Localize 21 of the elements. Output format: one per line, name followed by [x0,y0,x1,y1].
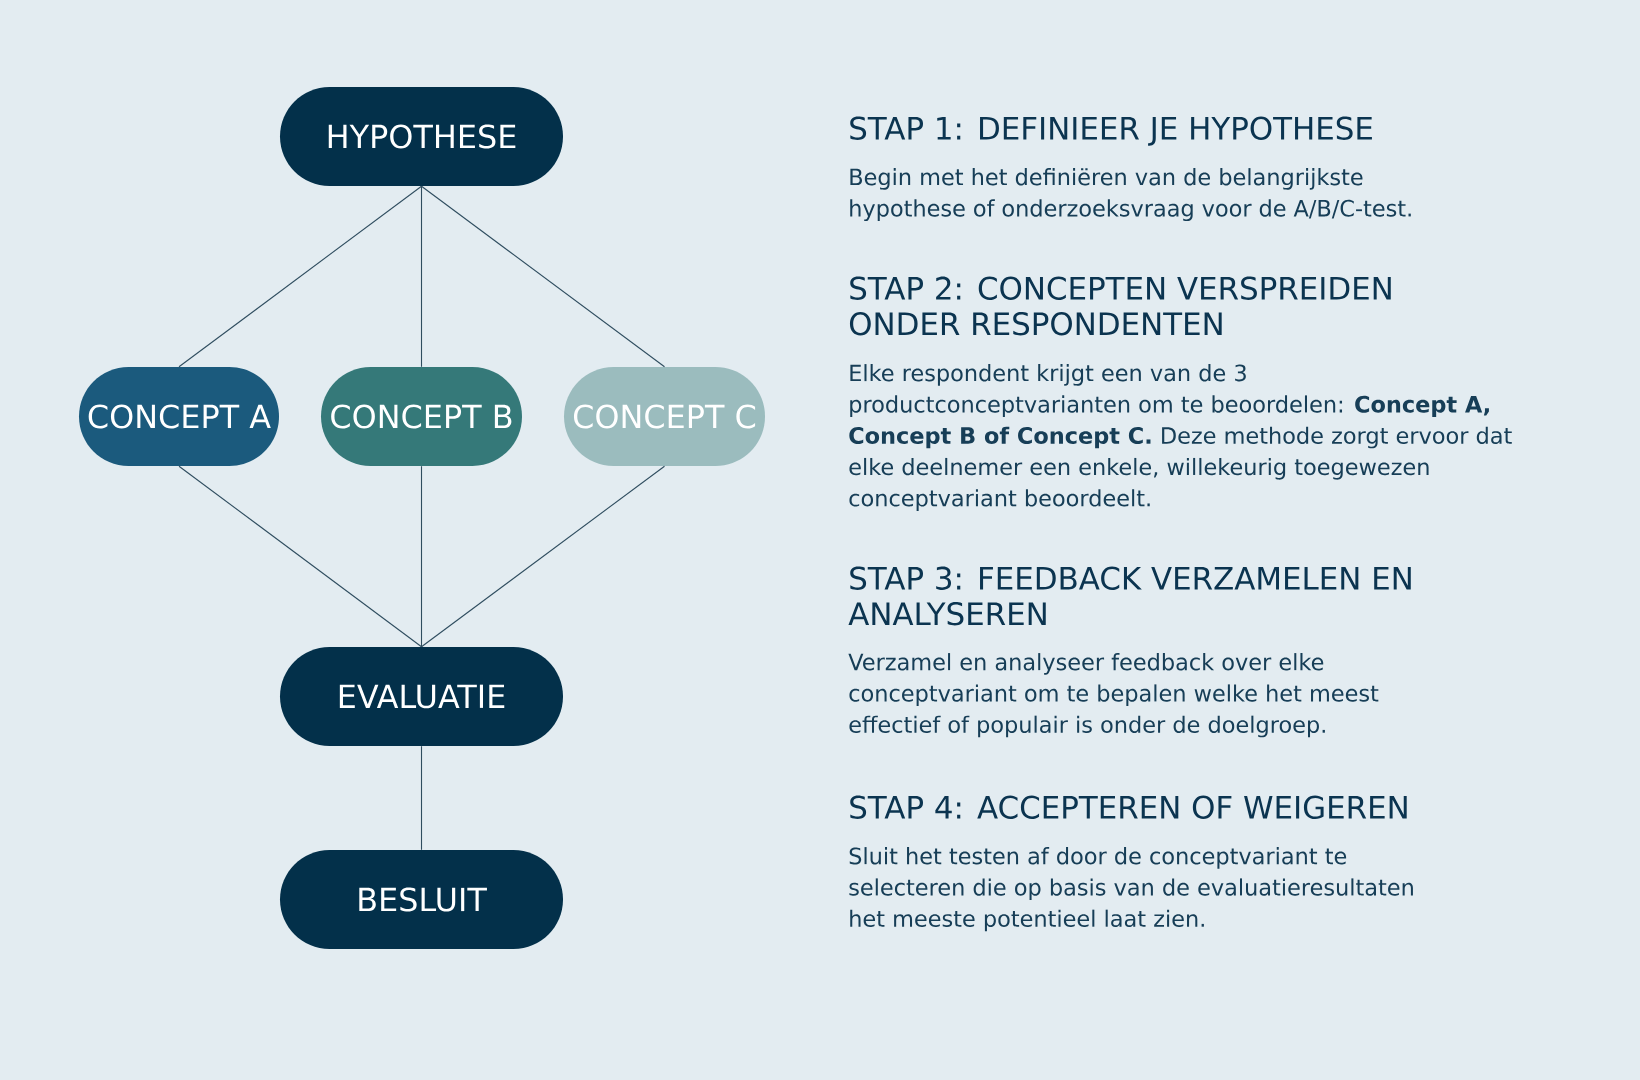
connector-line [420,185,666,368]
rounded-box: BESLUIT [280,850,563,949]
rounded-box: CONCEPT C [564,367,765,466]
rounded-box: EVALUATIE [280,647,563,746]
connector-line [420,185,423,368]
step-heading: STAP 2: CONCEPTEN VERSPREIDEN ONDER RESPONDENTEN [849,276,1391,336]
rounded-box: CONCEPT B [321,367,522,466]
step-heading: STAP 4: ACCEPTEREN OF WEIGEREN [850,795,1407,819]
rounded-box: CONCEPT A [79,367,279,466]
step-heading: STAP 3: FEEDBACK VERZAMELEN EN ANALYSEREN [848,566,1411,626]
step-text: Verzamel en analyseer feedback over elke conceptvariant om te bepalen welke het meest effectief of populair is onder de doelgroep. [848,653,1379,738]
step-text: Sluit het testen af door de conceptvariant te selecteren die op basis van de evaluatieresultaten het meeste potentieel laat zien. [849,847,1413,932]
step-heading: STAP 1: DEFINIEER JE HYPOTHESE [850,116,1372,146]
connector-line [420,465,666,648]
connector-line [420,745,423,851]
rounded-box: HYPOTHESE [280,87,563,186]
step-text: Begin met het definiëren van de belangrijkste hypothese of onderzoeksvraag voor de A/B/C-test. [850,168,1411,222]
connector-line [178,465,423,648]
connector-line [178,185,423,368]
step-text: Elke respondent krijgt een van de 3 productconceptvarianten om te beoordelen: Concept A, Concept B of Concept C. Deze methode zorgt ervoor dat elke deelnemer een enkele, willekeurig toegewezen conceptvariant beoordeelt. [849,364,1512,511]
connector-line [420,465,423,648]
